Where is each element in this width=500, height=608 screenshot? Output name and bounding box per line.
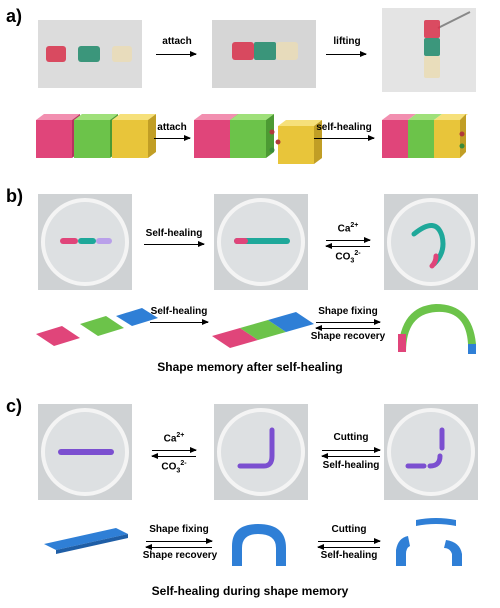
dish-bent-purple-drawing — [217, 408, 305, 496]
arrow-shape-fixing-c — [146, 538, 213, 544]
label-self-healing-sheet-b: Self-healing — [150, 306, 208, 317]
photo-gel-lifted — [382, 8, 476, 92]
cube-row-drawing — [36, 114, 468, 164]
photo-dish-bent-purple — [214, 404, 308, 500]
arrow-self-healing-photo-c — [321, 453, 380, 459]
label-co3-ion-c: CO32- — [161, 460, 187, 475]
arrow-attach-photo — [156, 51, 197, 57]
label-shape-fixing-b: Shape fixing — [318, 306, 378, 317]
arrow-shape-recovery-c — [145, 544, 212, 550]
arrow-cutting-sheet-c — [318, 538, 381, 544]
photo-dish-cut-purple — [384, 404, 478, 500]
arrow-shape-fixing-b — [316, 319, 381, 325]
caption-panel-b: Shape memory after self-healing — [157, 360, 343, 374]
label-self-healing-sheet-c: Self-healing — [320, 550, 378, 561]
label-co3-ion-b: CO32- — [335, 250, 361, 265]
dish-bent-drawing — [387, 198, 475, 286]
label-ca-ion-b: Ca2+ — [337, 222, 359, 235]
label-attach-photo: attach — [162, 36, 192, 47]
label-lifting: lifting — [333, 36, 361, 47]
sheet-row-b-drawing — [36, 304, 476, 354]
gel-blocks-separate-drawing — [46, 46, 132, 62]
label-attach-cubes: attach — [157, 122, 187, 133]
panel-label-a: a) — [6, 6, 23, 26]
cube-pink-1 — [36, 114, 80, 158]
photo-dish-straight-purple — [38, 404, 132, 500]
dish-separate-drawing — [41, 198, 129, 286]
dish-cut-purple-drawing — [387, 408, 475, 496]
arrow-forward-ion-c — [152, 447, 197, 453]
photo-gel-blocks-separate — [38, 20, 142, 88]
label-self-healing-photo-b: Self-healing — [145, 228, 203, 239]
arrow-lifting — [326, 51, 367, 57]
sheet-row-c-drawing — [44, 518, 462, 566]
arrow-forward-ion-b — [326, 237, 371, 243]
photo-dish-bent-strip — [384, 194, 478, 290]
label-shape-fixing-c: Shape fixing — [149, 524, 209, 535]
gel-lifted-drawing — [424, 11, 471, 78]
arrow-cutting-photo-c — [322, 447, 381, 453]
photo-gel-blocks-attached — [212, 20, 316, 88]
arrow-backward-ion-c — [151, 453, 196, 459]
arrow-shape-recovery-b — [315, 325, 380, 331]
label-cutting-photo-c: Cutting — [333, 432, 369, 443]
arrow-self-healing-sheet-c — [317, 544, 380, 550]
dish-straight-purple-drawing — [41, 408, 129, 496]
arrow-self-healing-photo-b — [144, 241, 205, 247]
caption-panel-c: Self-healing during shape memory — [151, 584, 349, 598]
label-cutting-sheet-c: Cutting — [331, 524, 367, 535]
gel-blocks-attached-drawing — [232, 42, 298, 60]
label-shape-recovery-c: Shape recovery — [142, 550, 218, 561]
label-ca-ion-c: Ca2+ — [163, 432, 185, 445]
label-self-healing-cubes: self-healing — [316, 122, 372, 133]
label-self-healing-photo-c: Self-healing — [322, 460, 380, 471]
label-shape-recovery-b: Shape recovery — [310, 331, 386, 342]
arrow-attach-cubes — [154, 135, 191, 141]
arrow-backward-ion-b — [325, 243, 370, 249]
panel-label-c: c) — [6, 396, 23, 416]
arrow-self-healing-cubes — [314, 135, 375, 141]
dish-healed-drawing — [217, 198, 305, 286]
photo-dish-healed-strip — [214, 194, 308, 290]
arrow-self-healing-sheet-b — [150, 319, 209, 325]
panel-label-b: b) — [6, 186, 23, 206]
photo-dish-separate-strips — [38, 194, 132, 290]
